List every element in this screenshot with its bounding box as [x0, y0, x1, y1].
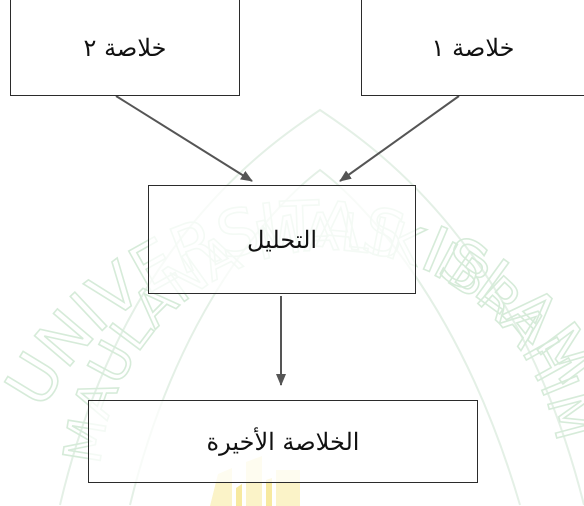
watermark-dome	[59, 108, 584, 506]
edge-summary-2-to-analysis	[115, 95, 253, 182]
node-analysis: التحليل	[148, 185, 416, 294]
node-analysis-label: التحليل	[246, 225, 318, 254]
node-final-summary-label: الخلاصة الأخيرة	[206, 427, 360, 456]
node-summary-2: خلاصة ٢	[10, 0, 240, 96]
node-summary-1-label: خلاصة ١	[431, 33, 515, 62]
node-summary-1: خلاصة ١	[361, 0, 584, 96]
node-summary-2-label: خلاصة ٢	[83, 33, 167, 62]
watermark-dome-inner	[129, 168, 521, 506]
node-final-summary: الخلاصة الأخيرة	[88, 400, 478, 483]
edge-summary-1-to-analysis	[339, 95, 460, 182]
